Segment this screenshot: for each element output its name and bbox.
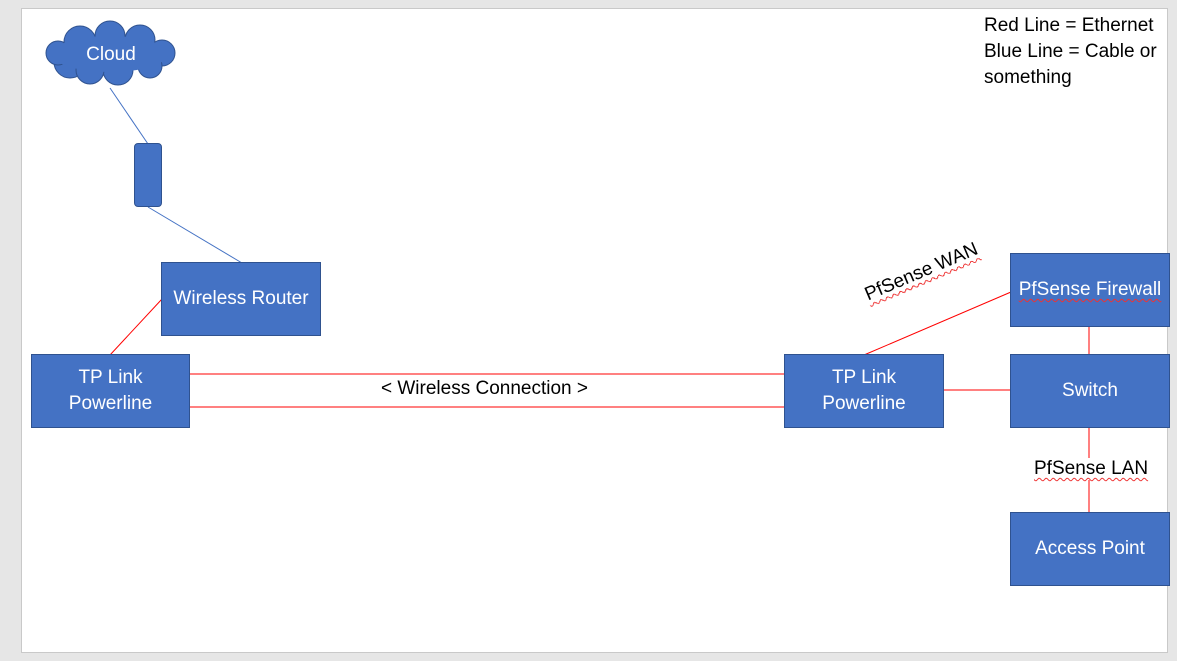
wireless-connection-label: < Wireless Connection >: [381, 378, 588, 399]
pfsense-lan-label: PfSense LAN: [1034, 458, 1149, 480]
line-legend: Red Line = Ethernet Blue Line = Cable or…: [984, 13, 1174, 91]
access-point-node: Access Point: [1010, 512, 1170, 586]
legend-line-2: Blue Line = Cable or: [984, 41, 1157, 62]
legend-line-3: something: [984, 67, 1072, 88]
modem-node: [134, 143, 162, 207]
legend-line-1: Red Line = Ethernet: [984, 15, 1154, 36]
wireless-router-node: Wireless Router: [161, 262, 321, 336]
tplink-powerline-right-node: TP Link Powerline: [784, 354, 944, 428]
switch-node: Switch: [1010, 354, 1170, 428]
pfsense-lan-text: PfSense LAN: [1034, 458, 1149, 479]
cloud-label: Cloud: [86, 44, 136, 65]
pfsense-firewall-label: PfSense Firewall: [1018, 279, 1162, 300]
tplink-powerline-left-node: TP Link Powerline: [31, 354, 190, 428]
pfsense-firewall-node: PfSense Firewall: [1010, 253, 1170, 327]
